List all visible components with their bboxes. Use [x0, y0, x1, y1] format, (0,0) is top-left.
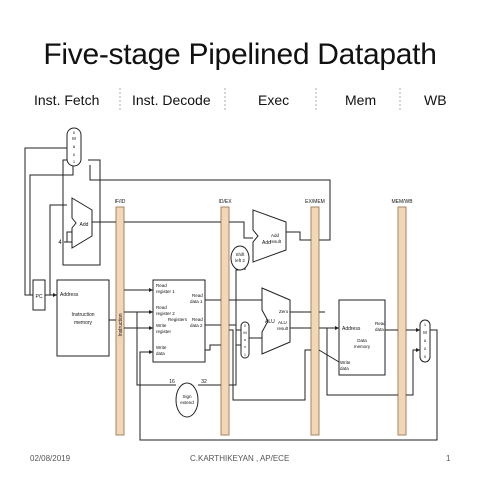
data-mem-line1: Data: [357, 338, 367, 343]
pc-mux-input-0: 0: [73, 130, 76, 135]
reg-read-data2-a: Read: [192, 317, 203, 322]
wb-mux-letter-u: u: [424, 338, 427, 343]
branch-adder-label: Add: [262, 240, 271, 246]
pc-mux-letter-x: x: [73, 152, 76, 157]
data-mem-write-a: Write: [340, 360, 351, 365]
pc-mux-input-1: 1: [73, 159, 76, 164]
alu-result-a: ALU: [278, 320, 287, 325]
alu-mux-input-0: 0: [244, 324, 246, 328]
alu-mux-input-1: 1: [244, 353, 246, 357]
id-ex-label: ID/EX: [218, 199, 232, 205]
stage-label-fetch: Inst. Fetch: [34, 92, 100, 108]
data-mem-read-a: Read: [375, 321, 386, 326]
instr-mem-address-label: Address: [60, 292, 79, 298]
alu-mux-letter-x: x: [244, 344, 246, 349]
ex-mem-label: EX/MEM: [305, 199, 325, 205]
stage-label-mem: Mem: [345, 92, 377, 108]
wb-mux-input-0: 0: [424, 354, 427, 359]
if-id-label: IF/ID: [115, 199, 126, 205]
pc-adder-label: Add: [80, 222, 89, 228]
reg-write-data-b: data: [156, 351, 165, 356]
sign-extend-in-bits: 16: [169, 379, 175, 385]
data-mem-address: Address: [342, 326, 361, 332]
register-file: Read register 1 Read register 2 Register…: [152, 279, 206, 363]
sign-extend-a: Sign: [182, 394, 192, 399]
constant-four: 4: [58, 240, 62, 246]
shift-left-a: Shift: [235, 252, 245, 257]
wb-mux-letter-x: x: [424, 346, 427, 351]
writeback-mux: M u x 1 0: [419, 319, 431, 363]
shift-left-2: Shift left 2: [230, 245, 250, 271]
program-counter: PC: [32, 279, 46, 311]
stage-label-exec: Exec: [258, 92, 290, 108]
reg-read-data1-a: Read: [192, 293, 203, 298]
sign-extend-out-bits: 32: [201, 379, 207, 385]
footer-date: 02/08/2019: [30, 454, 71, 463]
pipeline-register-id-ex: ID/EX: [218, 199, 232, 436]
alu-mux-letter-u: u: [244, 337, 246, 342]
sign-extend-b: extend: [180, 400, 194, 405]
instr-mem-line1: Instruction: [71, 312, 94, 318]
sign-extend: Sign extend 16 32: [169, 379, 207, 418]
pc-label: PC: [36, 294, 43, 300]
data-memory: Address Read data Data memory Write data: [338, 299, 386, 376]
reg-read-reg2-a: Read: [156, 305, 167, 310]
wb-mux-letter-m: M: [423, 330, 427, 335]
pc-adder: Add: [71, 197, 93, 249]
instr-mem-line2: memory: [74, 320, 93, 326]
alu-label: ALU: [265, 319, 275, 325]
slide-title: Five-stage Pipelined Datapath: [43, 38, 437, 71]
reg-read-reg1-a: Read: [156, 283, 167, 288]
reg-read-data2-b: data 2: [190, 323, 203, 328]
data-mem-write-b: data: [340, 366, 349, 371]
pipeline-register-ex-mem: EX/MEM: [305, 199, 325, 436]
reg-read-reg1-b: register 1: [156, 289, 175, 294]
reg-registers-label: Registers: [168, 317, 188, 322]
alu-src-mux: M u x 0 1: [240, 321, 250, 359]
branch-adder: Add Add result: [252, 209, 287, 263]
alu: ALU Zero ALU result: [261, 287, 291, 355]
footer-page-number: 1: [446, 454, 451, 463]
reg-write-reg-b: register: [156, 329, 172, 334]
data-mem-read-b: data: [375, 327, 384, 332]
alu-result-b: result: [277, 326, 289, 331]
pipeline-register-mem-wb: MEM/WB: [391, 199, 413, 436]
stage-label-decode: Inst. Decode: [132, 92, 211, 108]
wb-mux-input-1: 1: [424, 322, 427, 327]
pipeline-register-if-id: IF/ID Instruction: [115, 199, 126, 436]
footer-author: C.KARTHIKEYAN , AP/ECE: [190, 454, 290, 463]
branch-adder-result-b: result: [270, 239, 282, 244]
instruction-memory: Address Instruction memory: [56, 279, 110, 357]
wires: [24, 147, 438, 441]
reg-write-data-a: Write: [156, 345, 167, 350]
arrowheads: [53, 288, 420, 354]
shift-left-b: left 2: [235, 258, 245, 263]
mem-wb-label: MEM/WB: [391, 199, 413, 205]
pc-mux-letter-u: u: [73, 144, 76, 149]
pc-source-mux: M u x 0 1: [66, 127, 82, 167]
pc-mux-letter-m: M: [72, 136, 76, 141]
if-id-instruction-label: Instruction: [118, 313, 124, 336]
stage-label-wb: WB: [424, 92, 447, 108]
alu-zero: Zero: [279, 309, 289, 314]
alu-mux-letter-m: M: [243, 330, 246, 335]
branch-adder-result-a: Add: [271, 233, 280, 238]
reg-read-data1-b: data 1: [190, 299, 203, 304]
stage-separators: [119, 88, 401, 110]
reg-write-reg-a: Write: [156, 323, 167, 328]
reg-read-reg2-b: register 2: [156, 311, 175, 316]
data-mem-line2: memory: [354, 344, 371, 349]
